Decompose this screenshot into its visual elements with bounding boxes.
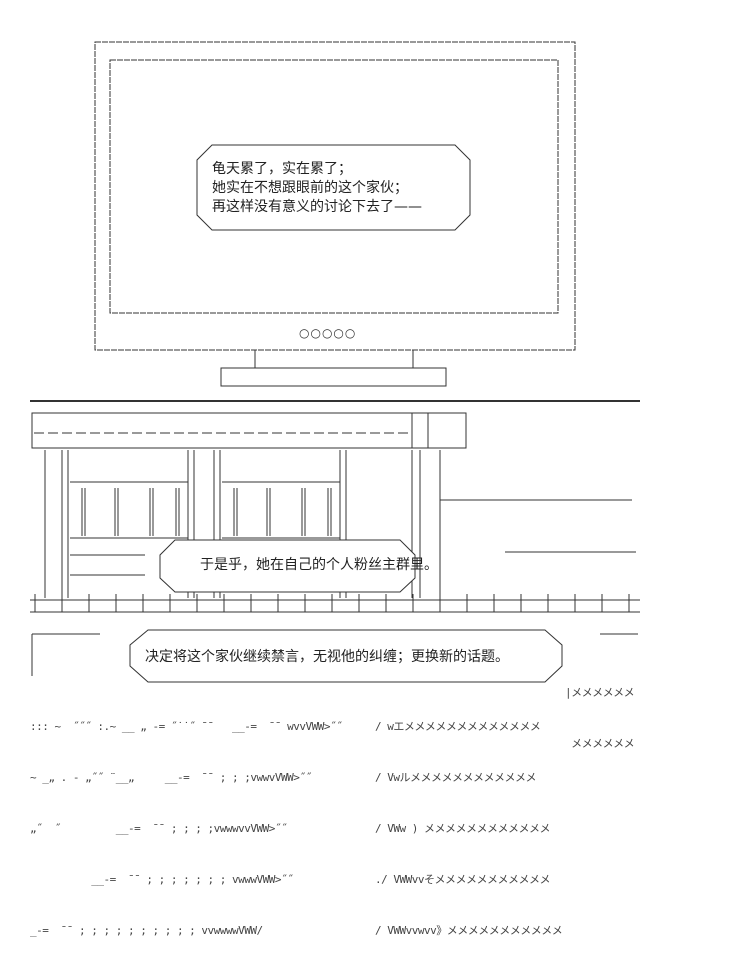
monitor-bubble-text: 龟天累了，实在累了； 她实在不想跟眼前的这个家伙； 再这样没有意义的讨论下去了—— — [212, 160, 422, 217]
art-line: |メメメメメメ — [565, 686, 635, 699]
art-line: „˝ ˝ __-= ¯¯ ; ; ; ;vwwwvvVWW>˝˝ — [30, 822, 288, 835]
art-line: メメメメメメ — [565, 737, 635, 750]
art-line: / wエメメメメメメメメメメメメメ — [375, 720, 541, 733]
bubble-line: 龟天累了，实在累了； — [212, 161, 352, 177]
bubble-line: 再这样没有意义的讨论下去了—— — [212, 199, 422, 215]
bubble-line: 她实在不想跟眼前的这个家伙； — [212, 180, 408, 196]
power-buttons: ○○○○○ — [299, 326, 357, 340]
bottom-bubble-text: 决定将这个家伙继续禁言，无视他的纠缠；更换新的话题。 — [145, 649, 509, 665]
art-line: ./ VWWvvそメメメメメメメメメメメ — [375, 873, 550, 886]
art-line: / Vwルメメメメメメメメメメメメ — [375, 771, 537, 784]
art-line: / VWWvvwvv》メメメメメメメメメメメ — [375, 924, 563, 937]
room — [30, 400, 640, 613]
ascii-art-scene — [30, 41, 640, 683]
art-line: / VWw ) メメメメメメメメメメメメ — [375, 822, 550, 835]
bottom-scene — [31, 629, 638, 683]
left-ground-art: ::: ~ ˝˝˝ :.~ __ „ -= ˝˙˙˝ ¯¯ __-= ¯¯ wv… — [30, 684, 343, 956]
room-bubble-text: 于是乎，她在自己的个人粉丝主群里。 — [200, 557, 438, 573]
monitor-speech-bubble — [196, 144, 471, 231]
art-line: ::: ~ ˝˝˝ :.~ __ „ -= ˝˙˙˝ ¯¯ __-= ¯¯ wv… — [30, 720, 343, 733]
room-speech-bubble — [159, 539, 416, 593]
art-line: _-= ¯¯ ; ; ; ; ; ; ; ; ; ; vvwwwwVWW/ — [30, 924, 263, 937]
right-art: / wエメメメメメメメメメメメメメ / Vwルメメメメメメメメメメメメ / VW… — [375, 684, 640, 956]
monitor — [94, 41, 576, 387]
bottom-speech-bubble — [129, 629, 563, 683]
right-art-top: |メメメメメメ メメメメメメ — [565, 650, 738, 769]
art-line: ~ _„ . - „˝˝ ¨__„ __-= ¯¯ ; ; ;vwwvVWW>˝… — [30, 771, 312, 784]
art-line: __-= ¯¯ ; ; ; ; ; ; ; vwwwVWW>˝˝ — [30, 873, 294, 886]
